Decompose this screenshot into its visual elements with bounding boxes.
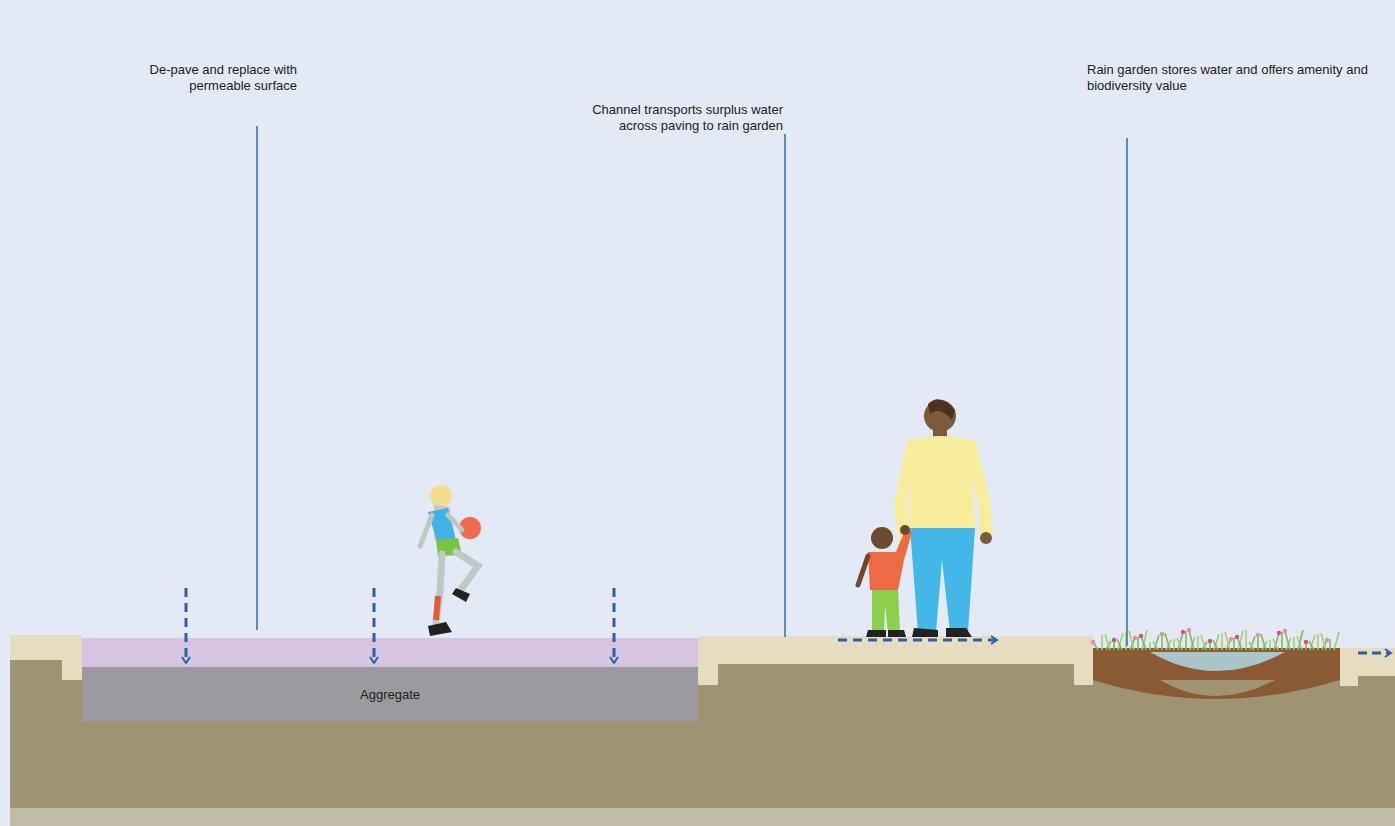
adult-figure — [900, 399, 992, 637]
paving — [698, 636, 1093, 685]
callout-label: De-pave and replace with permeable surfa… — [97, 62, 297, 94]
child-playing-figure — [420, 485, 481, 636]
rain-garden-bed — [1093, 680, 1340, 699]
curb — [10, 635, 82, 680]
small-child-figure — [858, 525, 912, 637]
layer-label: Aggregate — [360, 687, 420, 702]
water-flow-arrows — [186, 588, 1390, 662]
planting — [1091, 628, 1339, 650]
paving — [1340, 648, 1395, 686]
subsoil-strip — [10, 808, 1395, 826]
aggregate-layer: Aggregate — [82, 667, 698, 722]
rain-garden-bed — [1093, 648, 1340, 680]
callout-label: Rain garden stores water and offers amen… — [1087, 62, 1383, 94]
permeable-surface — [82, 638, 698, 667]
callout-label: Channel transports surplus water across … — [558, 102, 783, 134]
pooled-water — [1150, 652, 1285, 671]
leader-lines — [257, 126, 1127, 646]
